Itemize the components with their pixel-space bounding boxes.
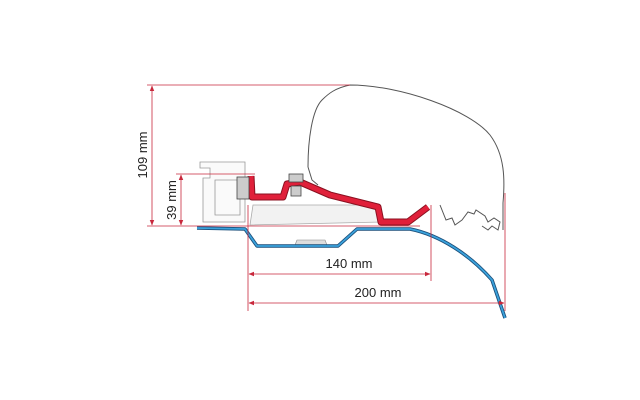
bolt-icon: [236, 176, 250, 200]
bolt-icon: [290, 185, 302, 197]
vehicle-roof-profile-fill: [196, 227, 506, 319]
dimension-lines: [147, 84, 506, 311]
awning-case: [307, 84, 505, 230]
height-total-label: 109 mm: [135, 132, 150, 179]
vehicle-roof-profile: [196, 226, 507, 319]
width-adapter-label: 140 mm: [326, 256, 373, 271]
awning-rail-profile: [439, 204, 501, 231]
adapter-body: [249, 204, 384, 226]
adapter-bracket-fill: [248, 175, 430, 225]
width-total-label: 200 mm: [355, 285, 402, 300]
bolt-icon: [288, 173, 304, 183]
rail-profile: [199, 161, 246, 223]
height-adapter-label: 39 mm: [164, 180, 179, 220]
